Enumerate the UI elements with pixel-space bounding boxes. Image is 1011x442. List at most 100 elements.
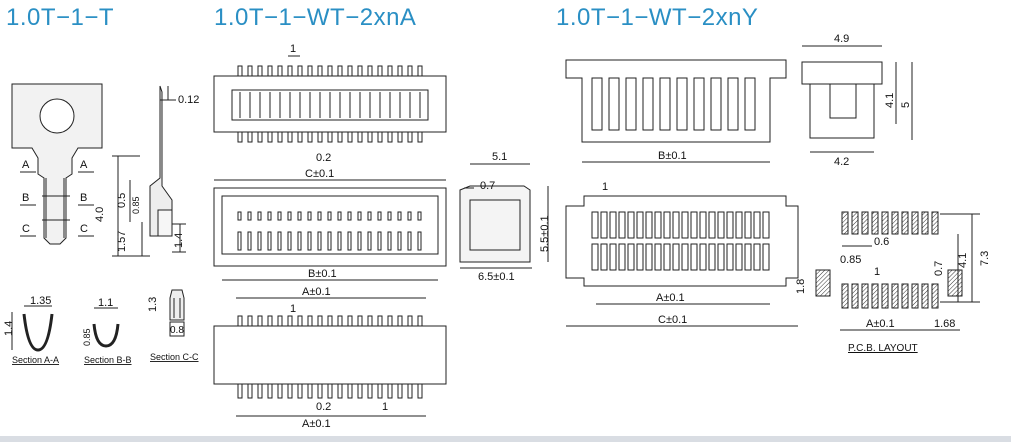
dim-housing-a-side-height: 5.5±0.1	[539, 215, 551, 252]
lead-top	[317, 315, 323, 327]
dim-housing-a-small: 0.2	[316, 152, 331, 164]
pin-top	[237, 65, 243, 77]
pin-bottom	[257, 131, 263, 143]
pin-bottom	[397, 131, 403, 143]
pin-bottom	[387, 131, 393, 143]
pin-top	[307, 65, 313, 77]
contact-upper	[287, 211, 292, 221]
pin-top	[277, 65, 283, 77]
housing-y-slot	[710, 77, 722, 131]
dim-pcb-a: A±0.1	[866, 318, 895, 330]
pcb-pad-top	[881, 211, 889, 235]
dim-housing-y-top-pitch: 1	[602, 181, 608, 193]
dim-housing-a-side-base: 6.5±0.1	[478, 271, 515, 283]
contact-lower	[297, 231, 302, 251]
pin-top	[297, 65, 303, 77]
housing-y-cell	[618, 243, 626, 271]
lead-top	[417, 315, 423, 327]
housing-a-side-view	[459, 163, 549, 269]
pin-bottom	[327, 131, 333, 143]
housing-y-cell	[609, 243, 617, 271]
contact-lower	[287, 231, 292, 251]
lead-top	[297, 315, 303, 327]
housing-y-slot	[676, 77, 688, 131]
contact-upper	[357, 211, 362, 221]
lead-bottom	[267, 383, 273, 399]
pin-bottom	[297, 131, 303, 143]
pcb-layout	[815, 211, 980, 331]
pcb-pad-bottom	[901, 283, 909, 309]
pcb-anchor-right	[947, 269, 963, 297]
pin-top	[367, 65, 373, 77]
lead-bottom	[327, 383, 333, 399]
contact-upper	[417, 211, 422, 221]
housing-y-slot	[591, 77, 603, 131]
pin-bottom	[317, 131, 323, 143]
dim-housing-a-bottom-a: A±0.1	[302, 418, 331, 430]
dim-pcb-085: 0.85	[840, 254, 861, 266]
dim-terminal-157: 1.57	[116, 231, 128, 252]
contact-upper	[407, 211, 412, 221]
pin-top	[397, 65, 403, 77]
dim-section-a-height: 1.4	[3, 321, 15, 336]
housing-y-cell	[681, 243, 689, 271]
pin-bottom	[407, 131, 413, 143]
contact-upper	[237, 211, 242, 221]
pcb-anchor-left	[815, 269, 831, 297]
pin-top	[267, 65, 273, 77]
section-mark-b-right: B	[80, 192, 87, 204]
dim-pcb-07: 0.7	[933, 261, 945, 276]
pin-bottom	[247, 131, 253, 143]
pin-top	[347, 65, 353, 77]
dim-housing-a-bottom-pitch: 1	[290, 303, 296, 315]
housing-y-cell	[762, 243, 770, 271]
housing-y-cell	[636, 243, 644, 271]
contact-lower	[257, 231, 262, 251]
pin-bottom	[337, 131, 343, 143]
housing-y-cell	[591, 211, 599, 239]
pin-top	[357, 65, 363, 77]
pcb-pad-bottom	[841, 283, 849, 309]
housing-y-cell	[699, 211, 707, 239]
contact-upper	[347, 211, 352, 221]
dim-housing-a-bottom-small: 0.2	[316, 401, 331, 413]
housing-y-cell	[690, 243, 698, 271]
lead-bottom	[417, 383, 423, 399]
contact-lower	[277, 231, 282, 251]
dim-housing-y-b: B±0.1	[658, 150, 687, 162]
section-a-a-shape	[11, 305, 54, 352]
pin-bottom	[377, 131, 383, 143]
lead-top	[387, 315, 393, 327]
pcb-pad-top	[921, 211, 929, 235]
pin-top	[257, 65, 263, 77]
contact-lower	[307, 231, 312, 251]
lead-top	[277, 315, 283, 327]
pin-top	[417, 65, 423, 77]
pin-top	[287, 65, 293, 77]
housing-y-cell	[717, 211, 725, 239]
housing-a-bottom-view	[213, 315, 447, 399]
pcb-layout-label: P.C.B. LAYOUT	[848, 343, 918, 354]
contact-lower	[377, 231, 382, 251]
housing-y-slot	[642, 77, 654, 131]
pcb-pad-bottom	[881, 283, 889, 309]
pcb-pad-bottom	[931, 283, 939, 309]
housing-y-front-view	[565, 59, 787, 143]
lead-bottom	[307, 383, 313, 399]
housing-y-cell	[627, 243, 635, 271]
lead-bottom	[407, 383, 413, 399]
lead-top	[337, 315, 343, 327]
contact-upper	[307, 211, 312, 221]
lead-top	[287, 315, 293, 327]
housing-a-front-view	[213, 187, 447, 267]
pin-bottom	[357, 131, 363, 143]
lead-bottom	[257, 383, 263, 399]
dim-terminal-thickness: 0.12	[178, 94, 199, 106]
terminal-dims	[112, 99, 186, 257]
housing-y-cell	[654, 243, 662, 271]
lead-bottom	[247, 383, 253, 399]
pin-top	[337, 65, 343, 77]
pcb-pad-bottom	[911, 283, 919, 309]
lead-top	[407, 315, 413, 327]
